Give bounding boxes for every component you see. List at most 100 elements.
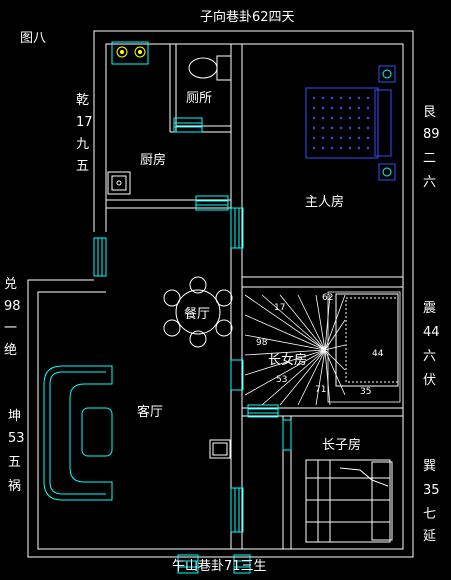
stair-num-53: 53: [276, 375, 287, 385]
svg-text:乾: 乾: [76, 93, 89, 108]
room-living: 客厅: [137, 404, 163, 420]
stair-num-44: 44: [372, 349, 384, 359]
stair-tread-line: [244, 349, 326, 376]
svg-text:89: 89: [423, 127, 440, 142]
bed-dot: [357, 106, 361, 110]
stair-num-62: 62: [322, 293, 333, 303]
svg-text:巽: 巽: [423, 459, 436, 474]
svg-text:祸: 祸: [8, 479, 21, 494]
svg-text:53: 53: [8, 431, 25, 446]
bottom-direction-label: 午山巷卦71三生: [172, 559, 267, 574]
svg-text:延: 延: [423, 529, 436, 544]
svg-text:六: 六: [423, 349, 436, 364]
room-toilet: 厕所: [186, 91, 212, 106]
bed-dot: [366, 146, 370, 150]
svg-text:绝: 绝: [4, 342, 17, 358]
stair-tread-line: [279, 349, 326, 406]
stair-tread-line: [324, 294, 331, 351]
stair-num-98: 98: [256, 338, 268, 348]
bed-dot: [321, 116, 325, 120]
daughter-bed-icon: [335, 293, 399, 387]
bed-dot: [366, 126, 370, 130]
bed-dot: [366, 136, 370, 140]
stair-num-17: 17: [274, 303, 285, 313]
stair-tread-line: [244, 349, 326, 356]
stair-tread-line: [244, 294, 326, 351]
room-eldest-son: 长子房: [322, 437, 361, 453]
sink-icon: [107, 171, 131, 195]
master-bed-icon: [305, 65, 396, 181]
bed-dot: [348, 136, 352, 140]
svg-text:一: 一: [4, 321, 17, 336]
bed-dot: [330, 136, 334, 140]
stove-icon: [111, 41, 149, 65]
svg-text:98: 98: [4, 299, 21, 314]
bed-dot: [312, 146, 316, 150]
bed-dot: [348, 126, 352, 130]
svg-text:六: 六: [423, 175, 436, 190]
stair-tread-line: [244, 334, 326, 351]
bed-dot: [312, 116, 316, 120]
bed-dot: [312, 136, 316, 140]
svg-text:坤: 坤: [8, 409, 21, 424]
left-label-qian: 乾 17 九 五: [76, 93, 93, 174]
right-label-gen: 艮 89 二 六: [423, 105, 440, 190]
stair-numbers: 17 62 98 44 53 71 35: [256, 293, 384, 397]
svg-text:44: 44: [423, 325, 440, 340]
svg-text:35: 35: [423, 483, 440, 498]
bed-dot: [339, 106, 343, 110]
bed-dot: [321, 96, 325, 100]
stair-tread-line: [315, 294, 326, 351]
stair-tread-line: [297, 349, 326, 406]
bed-dot: [357, 136, 361, 140]
stair-tread-line: [261, 294, 326, 351]
bed-dot: [366, 106, 370, 110]
room-master-bedroom: 主人房: [305, 194, 344, 210]
bed-dot: [357, 126, 361, 130]
bed-dot: [321, 146, 325, 150]
stair-num-71: 71: [315, 385, 326, 395]
left-label-dui: 兑 98 一 绝: [4, 277, 21, 358]
bed-dot: [366, 116, 370, 120]
openings: [93, 117, 292, 574]
bed-dot: [321, 136, 325, 140]
staircase-icon: [244, 291, 401, 406]
bed-dot: [321, 126, 325, 130]
bed-dot: [357, 146, 361, 150]
stair-tread-line: [315, 349, 326, 406]
svg-text:九: 九: [76, 137, 89, 152]
bed-dot: [312, 126, 316, 130]
stair-tread-line: [244, 349, 326, 396]
bed-dot: [357, 96, 361, 100]
figure-label: 图八: [20, 31, 46, 46]
bed-dot: [339, 126, 343, 130]
right-label-xun: 巽 35 七 延: [423, 459, 440, 544]
room-dining: 餐厅: [184, 306, 210, 322]
bed-dot: [339, 146, 343, 150]
bed-dot: [312, 106, 316, 110]
stair-tread-line: [279, 294, 326, 351]
bed-dot: [330, 106, 334, 110]
svg-text:震: 震: [423, 301, 436, 316]
bed-dot: [312, 96, 316, 100]
dining-table-icon: [163, 276, 233, 348]
walls: [27, 30, 414, 558]
right-label-zhen: 震 44 六 伏: [423, 301, 440, 388]
bed-dot: [330, 126, 334, 130]
svg-text:七: 七: [423, 507, 436, 522]
bed-dot: [330, 146, 334, 150]
svg-text:兑: 兑: [4, 277, 17, 292]
room-kitchen: 厨房: [140, 152, 166, 168]
bed-dot: [321, 106, 325, 110]
top-direction-label: 子向巷卦62四天: [200, 9, 295, 25]
svg-text:五: 五: [76, 159, 89, 174]
bed-dot: [348, 146, 352, 150]
stair-tread-line: [297, 294, 326, 351]
stair-tread-line: [244, 314, 326, 351]
svg-text:伏: 伏: [423, 373, 436, 388]
stair-tread-line: [324, 349, 331, 406]
room-eldest-daughter: 长女房: [268, 352, 307, 368]
bed-dot: [339, 116, 343, 120]
toilet-icon: [188, 55, 232, 81]
stair-num-35: 35: [360, 387, 371, 397]
